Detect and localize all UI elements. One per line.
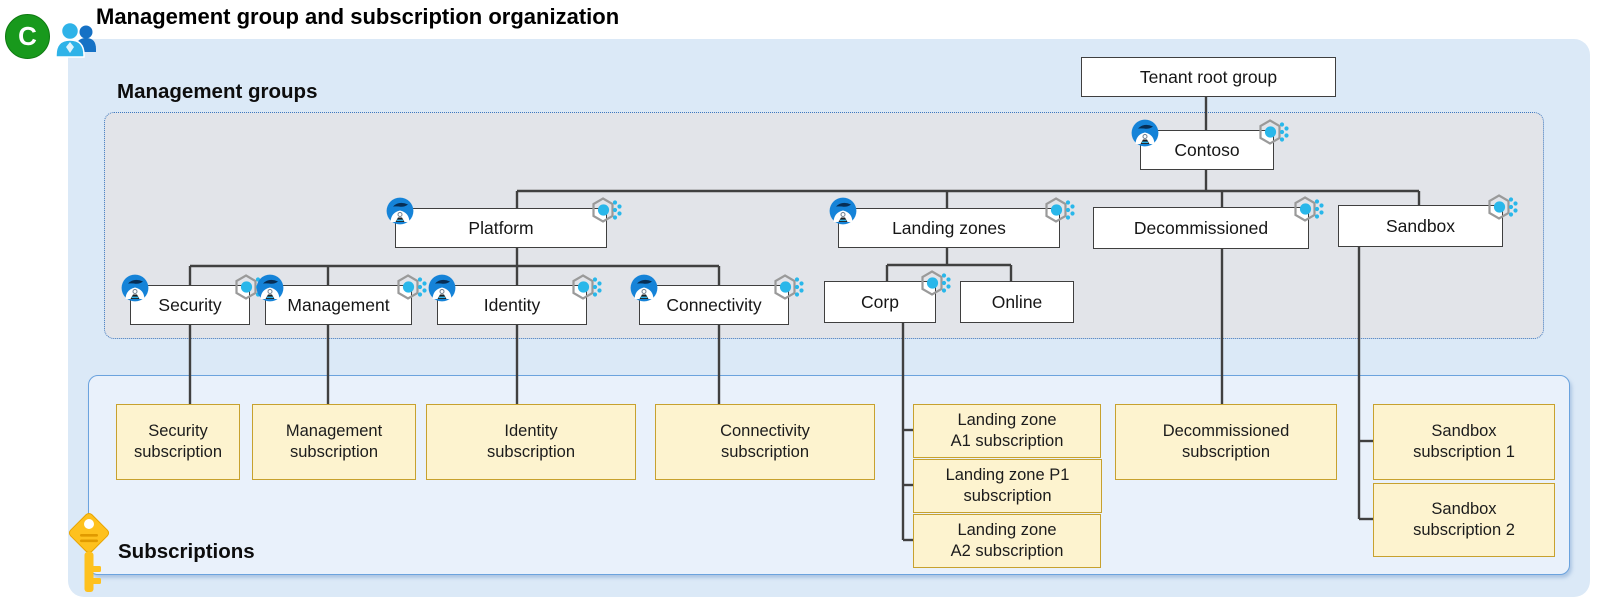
subscription-node-connectivity-sub: Connectivity subscription xyxy=(655,404,875,480)
mg-node-sandbox: Sandbox xyxy=(1338,194,1518,247)
subscription-node-management-sub: Management subscription xyxy=(252,404,416,480)
mg-node-label: Decommissioned xyxy=(1133,217,1269,238)
mg-node-contoso: Contoso xyxy=(1131,119,1289,170)
mg-node-label: Sandbox xyxy=(1385,215,1456,236)
mg-node-label: Management xyxy=(287,294,390,315)
mg-node-landing-zones: Landing zones xyxy=(829,197,1075,248)
mg-node-tenant-root: Tenant root group xyxy=(1081,57,1336,97)
mg-node-label: Contoso xyxy=(1174,139,1240,160)
subscription-label: Sandbox subscription 2 xyxy=(1413,499,1515,539)
mg-node-label: Security xyxy=(158,294,222,315)
mg-node-security: Security xyxy=(121,274,265,325)
people-icon xyxy=(52,19,102,68)
mg-node-corp: Corp xyxy=(824,270,951,323)
mg-node-label: Connectivity xyxy=(666,294,762,315)
mg-node-management: Management xyxy=(256,274,427,325)
subscription-label: Security subscription xyxy=(133,421,223,461)
subscription-node-lz-a1-sub: Landing zone A1 subscription xyxy=(913,404,1101,458)
subscription-label: Connectivity subscription xyxy=(720,421,810,461)
mg-node-online: Online xyxy=(960,281,1074,323)
management-groups-label: Management groups xyxy=(117,80,318,103)
subscription-node-identity-sub: Identity subscription xyxy=(426,404,636,480)
subscription-node-sandbox-sub-1: Sandbox subscription 1 xyxy=(1373,404,1555,480)
subscription-node-lz-p1-sub: Landing zone P1 subscription xyxy=(913,459,1102,513)
subscription-label: Landing zone A1 subscription xyxy=(950,410,1064,450)
subscription-node-decommissioned-sub: Decommissioned subscription xyxy=(1115,404,1337,480)
subscription-label: Identity subscription xyxy=(486,421,576,461)
c-badge-letter: C xyxy=(18,21,37,51)
subscription-label: Decommissioned subscription xyxy=(1162,421,1290,461)
subscription-node-security-sub: Security subscription xyxy=(116,404,240,480)
subscription-label: Management subscription xyxy=(285,421,383,461)
mg-node-label: Platform xyxy=(468,217,534,238)
mg-node-label: Identity xyxy=(483,294,541,315)
mg-node-label: Tenant root group xyxy=(1139,66,1278,87)
key-icon xyxy=(66,510,112,603)
mg-node-label: Landing zones xyxy=(892,217,1006,238)
subscriptions-label: Subscriptions xyxy=(118,540,255,563)
subscription-label: Landing zone A2 subscription xyxy=(950,520,1064,560)
subscription-label: Sandbox subscription 1 xyxy=(1413,421,1515,461)
mg-node-label: Online xyxy=(991,291,1043,312)
subscription-node-lz-a2-sub: Landing zone A2 subscription xyxy=(913,514,1101,568)
mg-node-decommissioned: Decommissioned xyxy=(1093,196,1324,249)
mg-node-label: Corp xyxy=(861,291,899,312)
c-badge: C xyxy=(5,14,50,59)
mg-node-identity: Identity xyxy=(428,274,602,325)
mg-node-platform: Platform xyxy=(386,197,622,248)
mg-node-connectivity: Connectivity xyxy=(630,274,804,325)
page-title: Management group and subscription organi… xyxy=(96,4,620,29)
subscription-node-sandbox-sub-2: Sandbox subscription 2 xyxy=(1373,483,1555,557)
subscription-label: Landing zone P1 subscription xyxy=(945,465,1070,505)
